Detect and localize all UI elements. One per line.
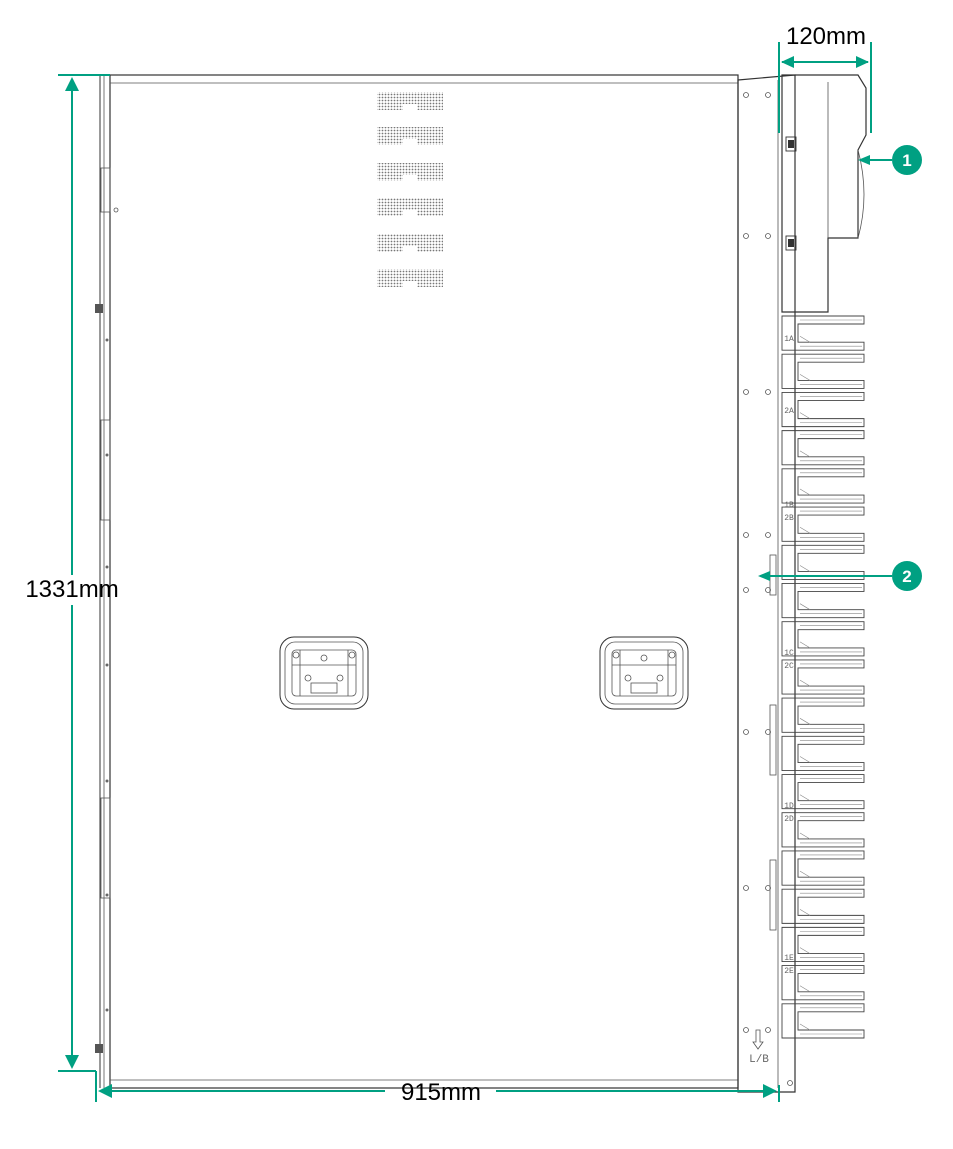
slot-card <box>781 468 865 504</box>
slot-marking: 2C <box>784 662 794 671</box>
slot-card <box>781 926 865 963</box>
callout-2: 2 <box>758 561 922 591</box>
slot-marking: 1E <box>784 954 794 963</box>
slot-card <box>781 965 865 1001</box>
slot-card <box>781 659 865 695</box>
slot-card <box>781 697 865 733</box>
slot-card <box>781 812 865 848</box>
down-arrow-icon <box>752 1029 764 1050</box>
slot-marking: 1A <box>784 335 794 344</box>
slot-card <box>781 430 865 466</box>
vent-grilles <box>377 92 443 287</box>
slot-marking: 1C <box>784 649 794 658</box>
callout-1-label: 1 <box>902 151 911 170</box>
slot-card <box>781 391 865 428</box>
width-label: 915mm <box>401 1079 481 1106</box>
slot-marking: 2D <box>784 815 794 824</box>
carry-handle-right <box>599 636 689 710</box>
slot-card <box>781 583 865 619</box>
slot-marking: 1B <box>784 501 794 510</box>
slot-card <box>781 353 865 389</box>
slot-card <box>781 315 865 351</box>
callout-2-label: 2 <box>902 567 911 586</box>
height-dimension: 1331mm <box>25 74 119 1072</box>
carry-handle-left <box>279 636 369 710</box>
slot-marking: 2A <box>784 407 794 416</box>
slot-card <box>781 735 865 771</box>
slot-marking: 2E <box>784 967 794 976</box>
slot-card <box>781 774 865 810</box>
callout-1: 1 <box>858 145 922 175</box>
slot-marking: 1D <box>784 802 794 811</box>
slot-card-stack: 1A 2A 1B 2B 1C 2C 1D 2D 1E 2E <box>781 315 865 1039</box>
slot-marking: 2B <box>784 514 794 523</box>
slot-card <box>781 544 865 580</box>
chassis-body <box>95 74 739 1089</box>
slot-card <box>781 888 865 924</box>
top-module <box>781 74 867 313</box>
slot-card <box>781 850 865 886</box>
depth-label: 120mm <box>786 23 866 50</box>
slot-card <box>781 621 865 657</box>
depth-dimension: 120mm <box>778 23 872 133</box>
bottom-marking: L/B <box>749 1054 769 1066</box>
slot-card <box>781 1003 865 1039</box>
width-dimension: 915mm <box>95 1071 780 1106</box>
height-label: 1331mm <box>25 576 118 603</box>
flange-screws <box>743 92 793 1086</box>
slot-card <box>781 506 865 542</box>
